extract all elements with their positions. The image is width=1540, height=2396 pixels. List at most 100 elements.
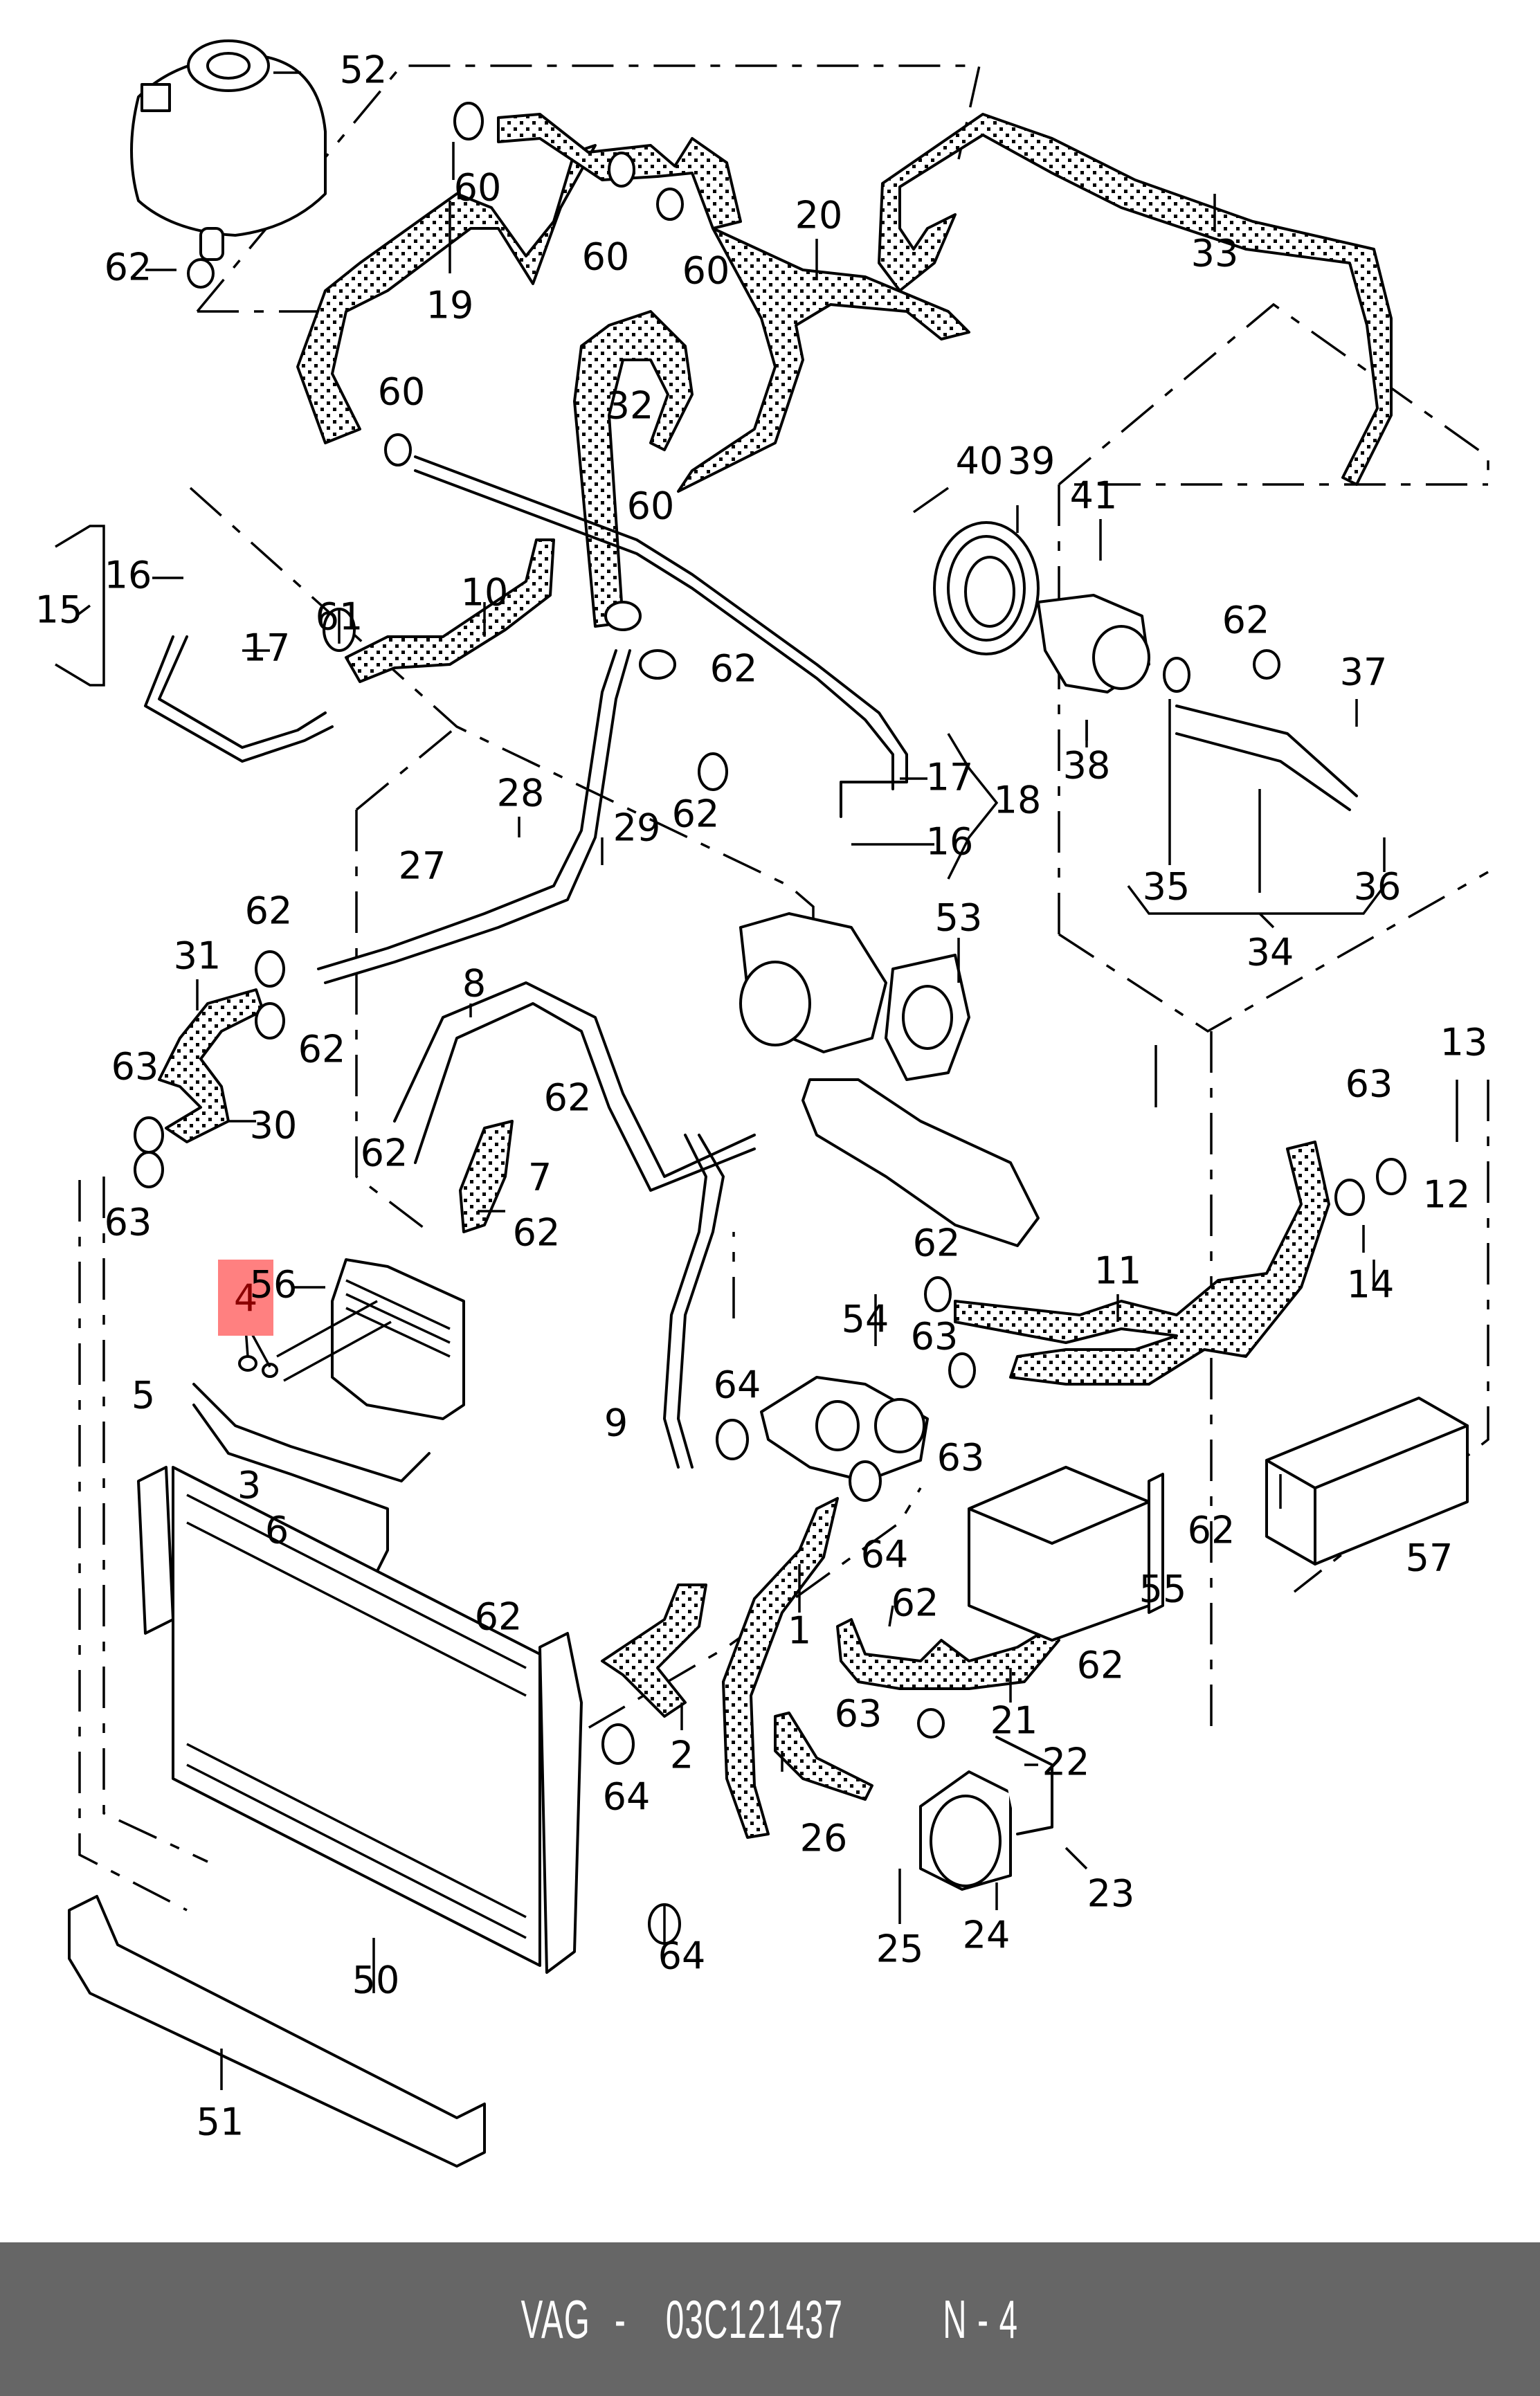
callout-62[interactable]: 62 [913, 1222, 961, 1265]
callout-64[interactable]: 64 [603, 1775, 651, 1819]
highlight-box [218, 1260, 273, 1336]
callout-55[interactable]: 55 [1139, 1568, 1187, 1611]
callout-8[interactable]: 8 [462, 962, 486, 1006]
callout-57[interactable]: 57 [1406, 1536, 1453, 1580]
parts-diagram: 52 60 60 60 62 19 20 33 32 60 60 40 39 4… [35, 39, 1489, 2168]
callout-30[interactable]: 30 [250, 1104, 298, 1147]
callout-63[interactable]: 63 [835, 1692, 882, 1736]
callout-64[interactable]: 64 [658, 1934, 706, 1978]
callout-62[interactable]: 62 [1077, 1644, 1125, 1687]
callout-63[interactable]: 63 [105, 1201, 152, 1244]
callout-35[interactable]: 35 [1143, 865, 1190, 909]
callout-5[interactable]: 5 [132, 1374, 155, 1417]
footer-text: VAG - 03C121437 N - 4 [511, 2288, 1029, 2351]
auxiliary-pump [919, 1736, 1053, 1891]
callout-20[interactable]: 20 [795, 194, 843, 237]
callout-13[interactable]: 13 [1440, 1021, 1488, 1064]
callout-11[interactable]: 11 [1094, 1249, 1142, 1293]
callout-6[interactable]: 6 [265, 1509, 289, 1552]
brand: VAG [520, 2288, 590, 2350]
callout-24[interactable]: 24 [963, 1914, 1011, 1957]
hose-32 [573, 310, 694, 628]
callout-23[interactable]: 23 [1087, 1872, 1135, 1916]
hose-2 [601, 1583, 707, 1718]
callout-62[interactable]: 62 [1222, 599, 1270, 642]
callout-9[interactable]: 9 [604, 1401, 628, 1445]
callout-10[interactable]: 10 [461, 571, 509, 615]
callout-38[interactable]: 38 [1063, 744, 1111, 788]
callout-60[interactable]: 60 [682, 249, 730, 293]
callout-64[interactable]: 64 [714, 1363, 761, 1407]
callout-62[interactable]: 62 [672, 792, 720, 836]
callout-17[interactable]: 17 [243, 626, 291, 670]
callout-14[interactable]: 14 [1347, 1263, 1395, 1307]
callout-27[interactable]: 27 [399, 844, 446, 888]
callout-34[interactable]: 34 [1247, 931, 1294, 974]
callout-21[interactable]: 21 [990, 1699, 1038, 1743]
callout-37[interactable]: 37 [1340, 651, 1388, 694]
callout-62[interactable]: 62 [891, 1581, 939, 1625]
callout-40[interactable]: 40 [956, 439, 1004, 483]
callout-36[interactable]: 36 [1354, 865, 1402, 909]
callout-62[interactable]: 62 [710, 647, 758, 691]
callout-60[interactable]: 60 [454, 166, 502, 210]
leader-lines [55, 71, 1458, 2090]
callout-16[interactable]: 16 [105, 554, 152, 597]
callout-31[interactable]: 31 [174, 934, 221, 978]
callout-62[interactable]: 62 [245, 889, 293, 933]
hose-11 [954, 1141, 1330, 1386]
callout-62[interactable]: 62 [1188, 1509, 1235, 1552]
callout-25[interactable]: 25 [876, 1927, 924, 1971]
callout-64[interactable]: 64 [861, 1533, 909, 1577]
callout-52[interactable]: 52 [340, 48, 388, 92]
callout-62[interactable]: 62 [105, 246, 152, 289]
callout-4-highlighted[interactable]: 4 [234, 1277, 257, 1320]
callout-18[interactable]: 18 [994, 779, 1042, 822]
spacer [876, 2288, 925, 2351]
callout-17[interactable]: 17 [926, 756, 974, 799]
callout-60[interactable]: 60 [627, 484, 675, 528]
callout-53[interactable]: 53 [935, 896, 983, 940]
hose-10 [345, 538, 555, 683]
callout-60[interactable]: 60 [582, 235, 630, 279]
callout-2[interactable]: 2 [670, 1734, 694, 1777]
callout-62[interactable]: 62 [475, 1595, 523, 1639]
callout-50[interactable]: 50 [352, 1959, 400, 2002]
callout-12[interactable]: 12 [1423, 1173, 1471, 1217]
callout-22[interactable]: 22 [1042, 1741, 1090, 1784]
callout-3[interactable]: 3 [237, 1464, 261, 1507]
callout-26[interactable]: 26 [800, 1817, 848, 1860]
callout-62[interactable]: 62 [298, 1028, 346, 1071]
callout-54[interactable]: 54 [842, 1298, 889, 1341]
callout-32[interactable]: 32 [606, 384, 654, 428]
callout-19[interactable]: 19 [426, 284, 474, 327]
callout-60[interactable]: 60 [378, 370, 426, 414]
callout-63[interactable]: 63 [937, 1436, 985, 1480]
callout-63[interactable]: 63 [911, 1315, 959, 1359]
hose-1 [722, 1497, 839, 1839]
coolant-pipes [144, 455, 1358, 1593]
callout-1[interactable]: 1 [788, 1609, 811, 1653]
callout-41[interactable]: 41 [1070, 474, 1118, 518]
callout-16[interactable]: 16 [926, 820, 974, 864]
callout-51[interactable]: 51 [197, 2100, 244, 2144]
heat-exchanger [968, 1466, 1164, 1642]
callout-61[interactable]: 61 [316, 595, 363, 639]
hose-31-30 [158, 988, 264, 1143]
heater-core [1265, 1397, 1469, 1565]
callout-62[interactable]: 62 [361, 1132, 408, 1175]
callout-33[interactable]: 33 [1191, 232, 1239, 275]
callout-39[interactable]: 39 [1008, 439, 1056, 483]
callout-15[interactable]: 15 [35, 588, 83, 632]
radiator [137, 1466, 583, 1974]
callout-63[interactable]: 63 [111, 1045, 159, 1089]
callout-7[interactable]: 7 [528, 1156, 552, 1199]
callout-56[interactable]: 56 [250, 1263, 298, 1307]
callout-28[interactable]: 28 [497, 772, 545, 815]
callout-63[interactable]: 63 [1346, 1062, 1393, 1106]
separator: - [604, 2288, 637, 2350]
callout-62[interactable]: 62 [513, 1211, 561, 1255]
callout-29[interactable]: 29 [613, 806, 661, 850]
hose-7 [459, 1120, 514, 1233]
callout-62[interactable]: 62 [544, 1076, 592, 1120]
